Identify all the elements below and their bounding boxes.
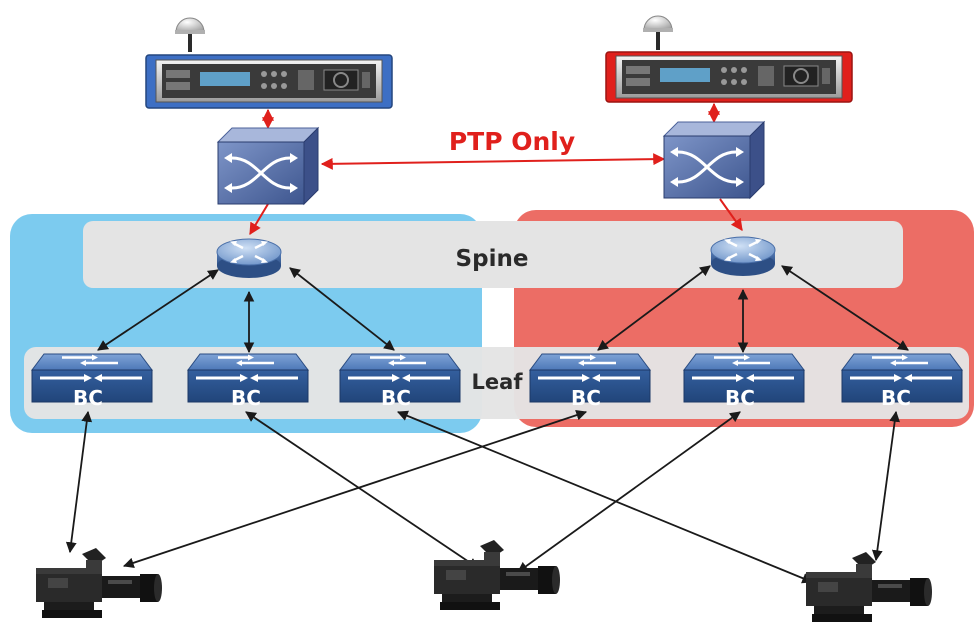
ptp-link-switch-to-spine-red	[719, 198, 743, 231]
leaf-bc-label: BC	[381, 386, 411, 410]
leaf-camera-link	[871, 410, 901, 562]
leaf-bc-label: BC	[725, 386, 755, 410]
broadcast-camera-icon	[36, 548, 162, 618]
leaf-label: Leaf	[472, 370, 524, 394]
spine-router-icon	[215, 237, 283, 280]
spine-leaf-link	[97, 269, 219, 351]
spine-label: Spine	[456, 246, 529, 272]
gps-antenna-icon	[642, 15, 674, 51]
spine-leaf-link	[597, 265, 711, 351]
spine-leaf-link	[289, 267, 395, 351]
leaf-bc-label: BC	[881, 386, 911, 410]
leaf-camera-link	[245, 411, 479, 569]
leaf-camera-link	[65, 410, 93, 554]
ptp-only-link	[320, 153, 666, 170]
leaf-bc-label: BC	[571, 386, 601, 410]
leaf-camera-link	[122, 409, 588, 569]
ptp-switch-icon	[662, 120, 766, 200]
rack-grandmaster-clock-icon	[615, 55, 843, 99]
leaf-bc-label: BC	[231, 386, 261, 410]
leaf-bc-label: BC	[73, 386, 103, 410]
leaf-camera-link	[517, 411, 741, 573]
gps-antenna-icon	[174, 17, 206, 53]
broadcast-camera-icon	[806, 552, 932, 622]
ptp-switch-icon	[216, 126, 320, 206]
ptp-only-label: PTP Only	[449, 127, 575, 156]
spine-leaf-link	[781, 265, 909, 351]
ptp-link-switch-to-spine-blue	[249, 203, 269, 236]
spine-router-icon	[709, 235, 777, 278]
rack-grandmaster-clock-icon	[155, 59, 383, 103]
